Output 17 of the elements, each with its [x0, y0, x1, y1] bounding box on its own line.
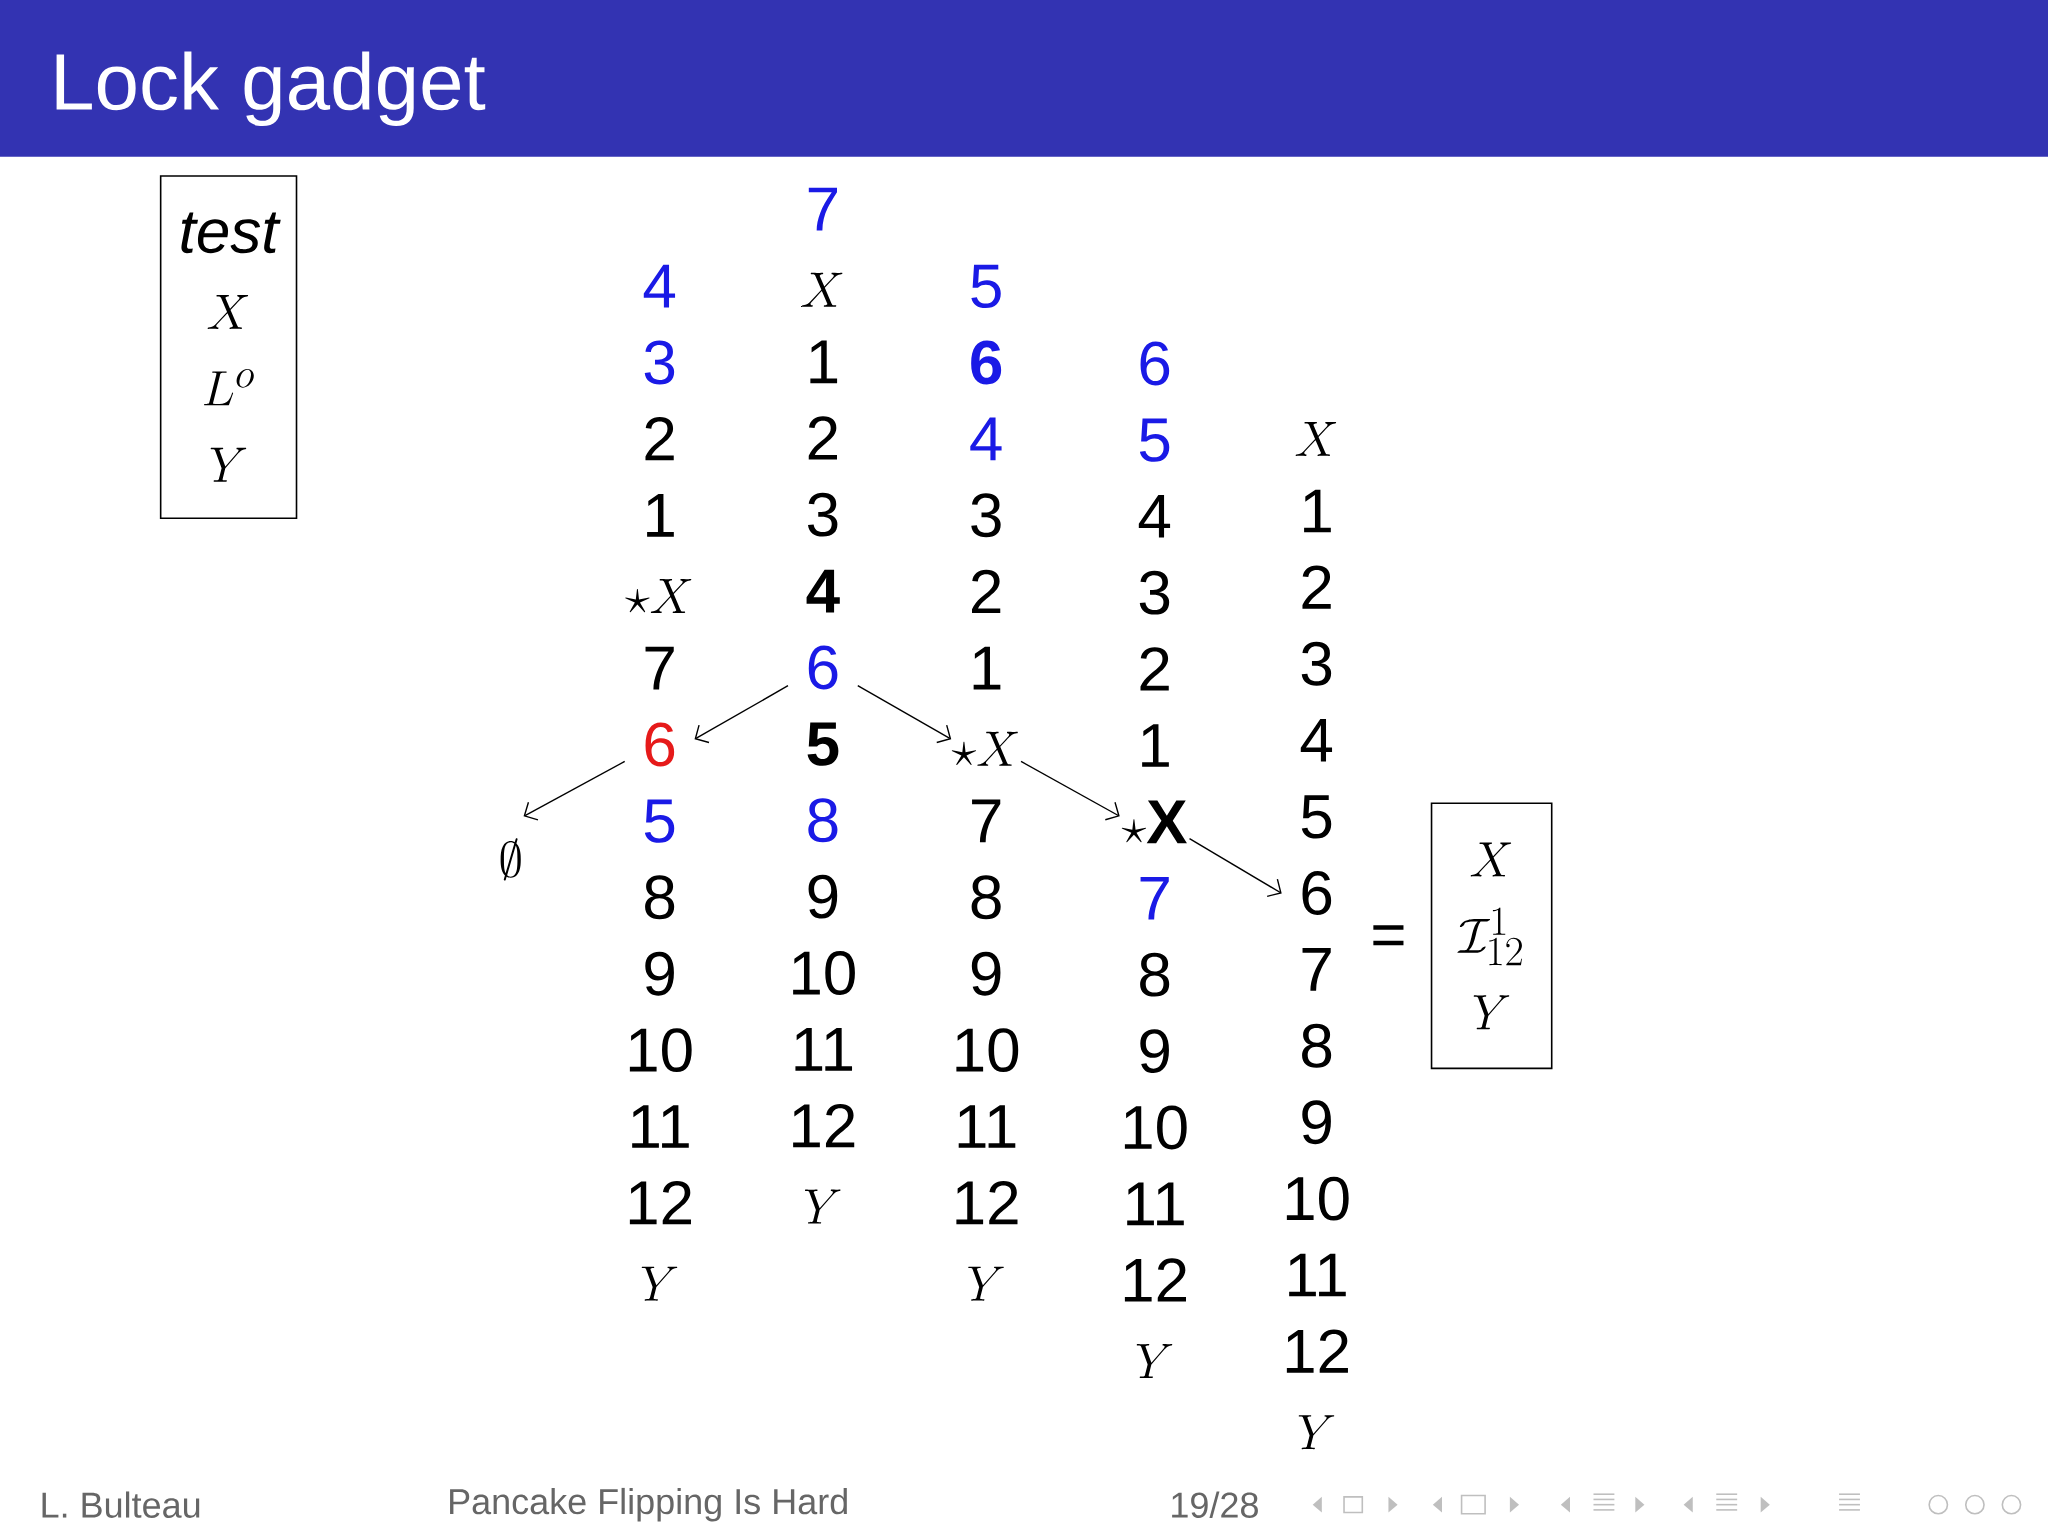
number-stack: 4 3 2 1 $\star X$ 7 6 5 8 9 10 11 12 $Y$ — [625, 264, 692, 1301]
number-stack: 6 5 4 3 2 1 $\star\mathbf{X}$ 7 8 9 10 11 12 $Y$ — [1121, 341, 1187, 1378]
footer-text: L. Bulteau — [42, 1491, 200, 1518]
number-stack: 7 $X$ 1 2 3 4 6 5 8 9 10 11 12 $Y$ — [793, 187, 855, 1224]
footer-text: Pancake Flipping Is Hard — [450, 1487, 847, 1522]
arrow — [523, 760, 626, 821]
arrow — [694, 685, 789, 744]
gadget-box: test $X$ $L^o$ $Y$ — [159, 175, 298, 519]
number-stack: 5 6 4 3 2 1 $\star X$ 7 8 9 10 11 12 $Y$ — [951, 264, 1019, 1301]
gadget-box: $X$ $\mathcal{I}^1_{12}$ $Y$ — [1430, 802, 1553, 1070]
arrow — [857, 685, 952, 744]
number-stack: $X$ 1 2 3 4 5 6 7 8 9 10 11 12 $Y$ — [1286, 421, 1349, 1450]
arrow — [1020, 760, 1120, 821]
empty-set-symbol: $\emptyset$ — [500, 838, 521, 881]
page-number: 19/28 — [1172, 1491, 1258, 1518]
slide-title: Lock gadget — [0, 0, 2048, 157]
arrow — [1188, 837, 1282, 898]
